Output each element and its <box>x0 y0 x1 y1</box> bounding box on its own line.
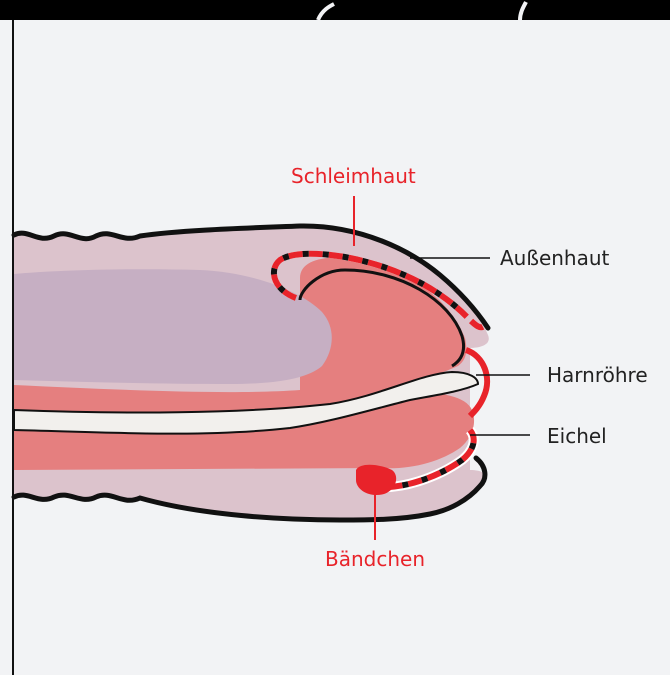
label-schleimhaut: Schleimhaut <box>291 164 416 188</box>
label-baendchen: Bändchen <box>325 547 425 571</box>
label-harnroehre: Harnröhre <box>547 363 648 387</box>
label-aussenhaut: Außenhaut <box>500 246 609 270</box>
frenulum <box>356 465 396 495</box>
label-eichel: Eichel <box>547 424 607 448</box>
top-header-bar <box>0 0 670 20</box>
